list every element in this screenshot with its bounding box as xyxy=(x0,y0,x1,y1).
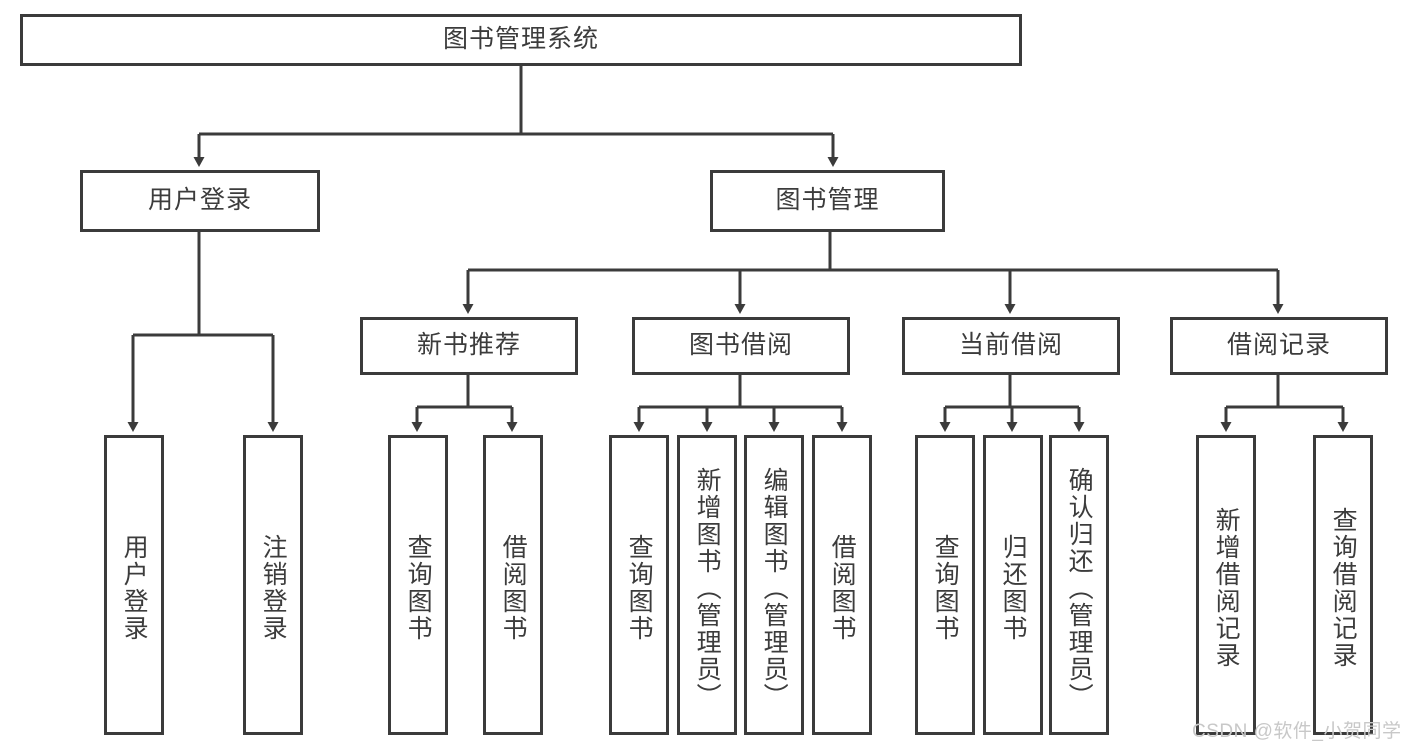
node-label: 新增借阅记录 xyxy=(1212,507,1241,669)
node-label: 图书管理系统 xyxy=(442,25,599,54)
node-label: 借阅图书 xyxy=(499,534,528,642)
node-label: 查询图书 xyxy=(625,534,654,642)
node-label: 图书管理 xyxy=(775,186,880,215)
node-book-borrow[interactable]: 图书借阅 xyxy=(632,317,850,375)
node-label: 确认归还（管理员） xyxy=(1065,466,1094,710)
node-label: 归还图书 xyxy=(999,534,1028,642)
node-label: 新书推荐 xyxy=(416,331,521,360)
node-leaf-edit-book-admin[interactable]: 编辑图书（管理员） xyxy=(744,435,804,735)
node-label: 图书借阅 xyxy=(688,331,793,360)
node-current-borrow[interactable]: 当前借阅 xyxy=(902,317,1120,375)
node-book-management[interactable]: 图书管理 xyxy=(710,170,945,232)
node-label: 注销登录 xyxy=(259,534,288,642)
node-leaf-confirm-return-admin[interactable]: 确认归还（管理员） xyxy=(1049,435,1109,735)
node-leaf-borrow-book-rec[interactable]: 借阅图书 xyxy=(483,435,543,735)
node-label: 用户登录 xyxy=(147,186,252,215)
node-label: 借阅记录 xyxy=(1226,331,1331,360)
node-label: 当前借阅 xyxy=(958,331,1063,360)
node-leaf-logout[interactable]: 注销登录 xyxy=(243,435,303,735)
node-leaf-add-borrow-record[interactable]: 新增借阅记录 xyxy=(1196,435,1256,735)
node-label: 查询图书 xyxy=(404,534,433,642)
node-leaf-return-book[interactable]: 归还图书 xyxy=(983,435,1043,735)
node-leaf-borrow-book[interactable]: 借阅图书 xyxy=(812,435,872,735)
node-label: 借阅图书 xyxy=(828,534,857,642)
node-user-login[interactable]: 用户登录 xyxy=(80,170,320,232)
node-label: 用户登录 xyxy=(120,534,149,642)
node-leaf-query-book-borrow[interactable]: 查询图书 xyxy=(609,435,669,735)
node-label: 查询借阅记录 xyxy=(1329,507,1358,669)
node-new-book-recommend[interactable]: 新书推荐 xyxy=(360,317,578,375)
node-root-system[interactable]: 图书管理系统 xyxy=(20,14,1022,66)
node-leaf-query-borrow-record[interactable]: 查询借阅记录 xyxy=(1313,435,1373,735)
node-borrow-record[interactable]: 借阅记录 xyxy=(1170,317,1388,375)
node-label: 新增图书（管理员） xyxy=(693,466,722,710)
node-label: 查询图书 xyxy=(931,534,960,642)
node-label: 编辑图书（管理员） xyxy=(760,466,789,710)
node-leaf-query-book-rec[interactable]: 查询图书 xyxy=(388,435,448,735)
node-leaf-add-book-admin[interactable]: 新增图书（管理员） xyxy=(677,435,737,735)
node-leaf-user-login[interactable]: 用户登录 xyxy=(104,435,164,735)
node-leaf-query-book-current[interactable]: 查询图书 xyxy=(915,435,975,735)
